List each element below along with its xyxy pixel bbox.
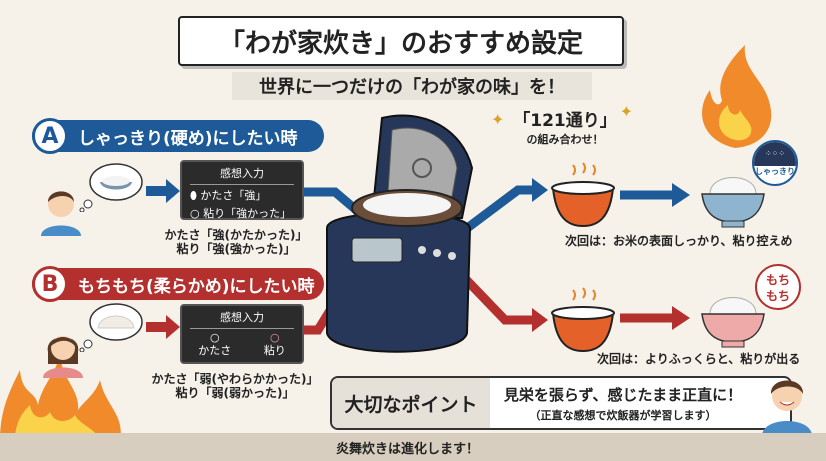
rice-cooker-icon: [326, 114, 474, 353]
sparkle-icon: ✦: [619, 102, 633, 121]
rice-grain-outline-icon: ○: [190, 207, 204, 220]
flame-icon-top-right: [702, 45, 772, 148]
guide-man-avatar-icon: [762, 380, 812, 436]
rice-grain-icon: ⬮: [190, 189, 201, 202]
flame-icon-bottom-left: [0, 355, 121, 440]
sparkle-icon: ✦: [491, 110, 505, 129]
panel-hardness-item: ○かたさ: [198, 331, 231, 357]
combinations-count: 「121通り」: [513, 111, 617, 131]
case-a-banner: A しゃっきり(硬め)にしたい時: [32, 118, 324, 154]
arrow-b1: [146, 315, 180, 339]
rice-bowl-blue-icon: [701, 177, 765, 228]
arrow-b-pot-head: [532, 308, 548, 332]
page-subtitle: 世界に一つだけの「わが家の味」を！: [232, 72, 592, 100]
arrow-cooker-to-b-pot: [451, 264, 535, 325]
arrow-cooker-to-a-pot: [459, 185, 535, 236]
footer-banner: 炎舞炊きは進化します！: [0, 433, 826, 461]
thought-bubble-hard-rice-icon: [79, 163, 143, 212]
rice-texture-icon: ⁘⁘⁘: [754, 142, 796, 166]
case-a-feedback-panel: 感想入力 ⬮ かたさ「強」 ○ 粘り「強かった」: [180, 160, 304, 220]
arrow-b-bowl-head: [672, 306, 690, 330]
case-a-title: しゃっきり(硬め)にしたい時: [78, 128, 298, 149]
case-b-title: もちもち(柔らかめ)にしたい時: [78, 276, 315, 297]
case-a-caption-stickiness: 粘り「強(強かった)」: [176, 242, 296, 256]
case-b-caption: かたさ「弱(やわらかかった)」 粘り「弱(弱かった)」: [140, 372, 330, 400]
panel-hardness-value: かたさ「強」: [200, 189, 267, 202]
arrow-a-pot-head: [532, 178, 548, 202]
case-b-caption-stickiness: 粘り「弱(弱かった)」: [175, 386, 295, 400]
panel-line-hardness: ⬮ かたさ「強」: [182, 185, 302, 205]
mochimochi-badge: もち もち: [755, 264, 801, 310]
woman-avatar-icon: [43, 336, 83, 378]
page-title: 「わが家炊き」のおすすめ設定: [178, 16, 624, 66]
panel-title: 感想入力: [190, 306, 294, 329]
man-avatar-icon: [41, 191, 81, 236]
case-b-caption-hardness: かたさ「弱(やわらかかった)」: [151, 372, 319, 386]
panel-line-stickiness: ○ 粘り「強かった」: [182, 205, 302, 221]
case-b-banner: B もちもち(柔らかめ)にしたい時: [32, 266, 324, 302]
inner-pot-b-icon: [551, 287, 615, 353]
panel-hardness-label: かたさ: [198, 344, 232, 357]
shakkiri-badge-label: しゃっきり: [755, 167, 795, 176]
inner-pot-a-icon: [551, 162, 615, 228]
thought-bubble-soft-rice-icon: [79, 303, 143, 352]
shakkiri-badge: ⁘⁘⁘ しゃっきり: [752, 140, 798, 186]
panel-stickiness-item: ○粘り: [264, 331, 286, 357]
important-point-sub: （正直な感想で炊飯器が学習します）: [529, 409, 717, 422]
case-b-feedback-panel: 感想入力 ○かたさ ○粘り: [180, 304, 304, 364]
important-point-box: 大切なポイント 見栄を張らず、感じたまま正直に！ （正直な感想で炊飯器が学習しま…: [330, 376, 792, 430]
panel-title: 感想入力: [190, 162, 294, 185]
combinations-callout: ✦ ✦ 「121通り」 の組み合わせ！: [491, 102, 633, 147]
case-a-caption-hardness: かたさ「強(かたかった)」: [164, 228, 308, 242]
case-a-next-time: 次回は：お米の表面しっかり、粘り控えめ: [565, 234, 793, 248]
rice-bowl-pink-icon: [701, 297, 765, 348]
combinations-label: の組み合わせ！: [526, 133, 604, 146]
case-a-caption: かたさ「強(かたかった)」 粘り「強(強かった)」: [146, 228, 326, 256]
rice-grain-outline-icon: ○: [209, 331, 220, 344]
panel-icons-row: ○かたさ ○粘り: [182, 329, 302, 357]
important-point-label: 大切なポイント: [332, 378, 490, 428]
panel-stickiness-label: 粘り: [263, 344, 286, 357]
sticky-rice-grain-icon: ○: [269, 331, 280, 344]
arrow-a-bowl-head: [672, 183, 690, 207]
case-a-letter: A: [32, 118, 68, 154]
important-point-main: 見栄を張らず、感じたまま正直に！: [503, 386, 743, 404]
case-b-next-time: 次回は：よりふっくらと、粘りが出る: [597, 352, 801, 366]
panel-stickiness-value: 粘り「強かった」: [203, 207, 292, 220]
arrow-a1: [146, 179, 180, 203]
case-b-letter: B: [32, 266, 68, 302]
